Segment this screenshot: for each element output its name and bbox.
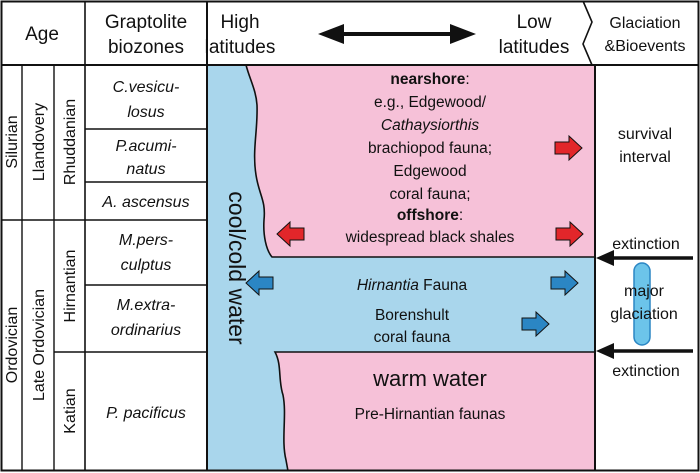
major-glaciation-bar (633, 262, 651, 346)
glaciation-header-line2: &Bioevents (605, 38, 686, 55)
extinction-lower-arrow (596, 343, 693, 359)
major-label: major (624, 283, 665, 300)
red-arrow-left-shales (276, 220, 305, 248)
low-latitudes-line1: Low (517, 12, 552, 33)
period-silurian: Silurian (4, 115, 21, 168)
latitude-double-arrow (318, 24, 476, 44)
nearshore-label: nearshore (390, 71, 465, 88)
glaciation-label: glaciation (610, 306, 678, 323)
high-latitudes-line2: latitudes (205, 37, 276, 58)
cool-water-label: cool/cold water (224, 191, 250, 345)
stage-katian: Katian (62, 388, 79, 433)
blue-arrow-right-borenshult (521, 310, 550, 338)
biozone-1-line1: C.vesicu- (113, 79, 180, 96)
period-ordovician: Ordovician (4, 307, 21, 383)
biozones-header-line1: Graptolite (105, 12, 187, 33)
hirnantia-suffix: Fauna (419, 277, 468, 294)
brachiopod-fauna: brachiopod fauna; (368, 140, 492, 157)
biozone-4-line2: culptus (121, 257, 172, 274)
edgewood-label: Edgewood (393, 163, 466, 180)
epoch-llandovery: Llandovery (31, 103, 48, 181)
age-header: Age (25, 24, 59, 45)
biozones-header-line2: biozones (108, 37, 184, 58)
extinction-upper-label: extinction (612, 236, 680, 253)
warm-water-label: warm water (372, 366, 487, 391)
extinction-upper-arrow (596, 250, 693, 266)
high-latitudes-line1: High (220, 12, 259, 33)
biozone-4-line1: M.pers- (119, 232, 173, 249)
stage-hirnantian: Hirnantian (62, 250, 79, 323)
epoch-late-ordovician: Late Ordovician (31, 289, 48, 401)
pre-hirnantian-label: Pre-Hirnantian faunas (355, 406, 506, 423)
cool-water-boundary-lower (273, 351, 595, 471)
nearshore-colon: : (465, 71, 469, 88)
glaciation-header-line1: Glaciation (609, 15, 680, 32)
nearshore-example: e.g., Edgewood/ (374, 94, 487, 111)
black-shales-label: widespread black shales (345, 229, 515, 246)
red-arrow-nearshore (554, 134, 583, 162)
cool-water-boundary-upper (245, 65, 595, 258)
biozone-2-line1: P.acumi- (115, 138, 176, 155)
hirnantia-fauna: Hirnantia Fauna (357, 277, 468, 294)
stage-rhuddanian: Rhuddanian (62, 99, 79, 185)
survival-interval-line2: interval (619, 149, 671, 166)
upper-warm-water-region (246, 65, 595, 257)
red-arrow-right-shales (555, 220, 584, 248)
blue-arrow-left-hirnantia (245, 269, 274, 297)
offshore-colon: : (459, 207, 463, 224)
extinction-lower-label: extinction (612, 363, 680, 380)
biozone-5-line1: M.extra- (117, 297, 176, 314)
coral-fauna-label: coral fauna; (390, 186, 471, 203)
lower-warm-water-region (275, 352, 595, 471)
biozone-3-line1: A. ascensus (101, 194, 189, 211)
borenshult-line2: coral fauna (374, 329, 451, 346)
low-latitudes-line2: latitudes (499, 37, 570, 58)
blue-arrow-right-hirnantia (550, 269, 579, 297)
borenshult-line1: Borenshult (375, 307, 450, 324)
offshore-label: offshore (397, 207, 459, 224)
hirnantia-genus: Hirnantia (357, 277, 419, 294)
biozone-2-line2: natus (126, 161, 165, 178)
biozone-6-line1: P. pacificus (106, 405, 186, 422)
offshore-heading: offshore: (397, 207, 463, 224)
cathaysiorthis-genus: Cathaysiorthis (381, 117, 479, 134)
biozone-1-line2: losus (127, 104, 164, 121)
biozone-5-line2: ordinarius (111, 322, 181, 339)
survival-interval-line1: survival (618, 126, 672, 143)
nearshore-heading: nearshore: (390, 71, 469, 88)
